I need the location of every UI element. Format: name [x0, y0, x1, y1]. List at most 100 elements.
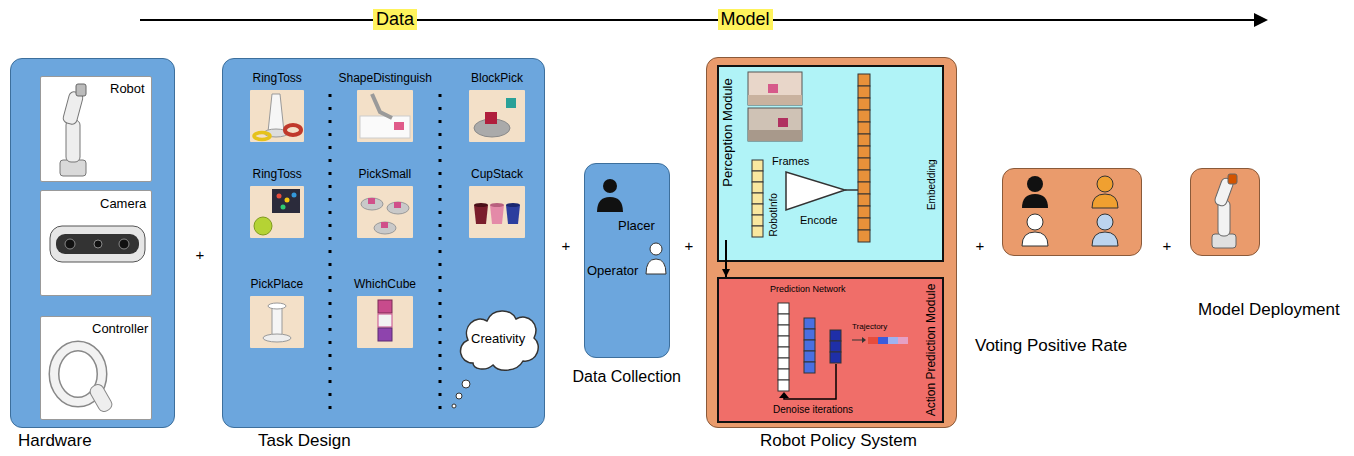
robotinfo-vector	[752, 182, 763, 193]
voter-person-blue	[1092, 214, 1118, 246]
placer-person	[597, 197, 623, 212]
encoder-triangle	[786, 172, 858, 210]
shape-picture	[394, 122, 404, 130]
picksmall-picture	[387, 202, 409, 214]
stage-panel: PlacerOperatorData Collection	[584, 163, 670, 358]
robot-arm-icon	[62, 91, 84, 126]
noise-vector	[778, 380, 789, 391]
embedding-vector	[858, 206, 870, 218]
embedding-vector	[858, 110, 870, 122]
action-module: Action Prediction Module Prediction Netwo…	[717, 277, 944, 423]
camera-icon	[119, 239, 129, 249]
hidden-vector	[804, 351, 815, 362]
hidden-vector	[804, 362, 815, 373]
thought-bubbles	[452, 380, 470, 408]
whichcube-picture	[378, 300, 392, 313]
output-label: Trajectory	[852, 322, 887, 331]
flow-arrow	[1254, 13, 1268, 27]
plus-sign: +	[1163, 237, 1172, 254]
controller-icon	[54, 346, 102, 402]
module-title: Action Prediction Module	[925, 284, 939, 417]
task-tile: BlockPick	[469, 90, 525, 142]
operator-person	[646, 243, 666, 274]
hidden-vector	[804, 340, 815, 351]
operator-person	[646, 259, 666, 274]
voter-person-orange	[1092, 176, 1118, 208]
robotinfo-vector	[752, 193, 763, 204]
task-dots	[330, 94, 440, 414]
robotinfo-vector	[752, 160, 763, 171]
task-tile: PickSmall	[357, 186, 413, 238]
robotinfo-vector	[752, 215, 763, 226]
whichcube-picture	[378, 314, 392, 327]
task-name: BlockPick	[471, 72, 523, 86]
shape-picture	[360, 116, 410, 138]
robot-arm-icon	[60, 84, 86, 176]
cupstack-picture	[490, 203, 504, 207]
embedding-vector	[858, 218, 870, 230]
robot-arm-icon	[76, 84, 86, 96]
task-name: PickSmall	[359, 168, 412, 182]
robot-arm-icon	[66, 120, 80, 162]
robotinfo-vector	[752, 226, 763, 237]
denoise-loop	[779, 364, 836, 399]
blockpick-picture	[474, 98, 516, 137]
trajectory-bar	[888, 337, 898, 344]
trajectory-bar	[862, 337, 866, 343]
frame-images	[748, 130, 802, 141]
trajectory-bar	[852, 337, 908, 344]
output-vector	[830, 352, 841, 363]
thought-bubbles	[456, 393, 462, 399]
voter-person-black	[1022, 194, 1048, 208]
ringtoss-board-picture	[254, 217, 272, 235]
embedding-vector	[858, 122, 870, 134]
panel-heading: Robot Policy System	[760, 431, 917, 451]
embedding-vector	[858, 230, 870, 242]
output-vector	[830, 341, 841, 352]
trajectory-bar	[852, 340, 862, 341]
deployed-robot-icon	[1212, 174, 1237, 248]
plus-sign: +	[562, 237, 571, 254]
embedding-stub-line	[726, 240, 727, 262]
voter-person-orange	[1092, 194, 1118, 208]
plus-sign: +	[685, 237, 694, 254]
flow-arrow	[140, 19, 1256, 21]
voter-person-blue	[1092, 232, 1118, 246]
noise-vector	[778, 336, 789, 347]
whichcube-picture	[378, 328, 392, 341]
ringtoss-board-picture	[292, 193, 297, 198]
embedding-vector	[858, 170, 870, 182]
output-label: Embedding	[925, 159, 937, 210]
robotinfo-vector	[752, 204, 763, 215]
network-label: Prediction Network	[770, 284, 846, 294]
task-tile: RingToss	[250, 90, 304, 142]
operator-person	[650, 243, 662, 255]
panel-heading: Voting Positive Rate	[975, 336, 1127, 356]
embedding-vector	[858, 98, 870, 110]
part-label: Controller	[92, 322, 148, 337]
output-vector	[830, 330, 841, 341]
panel-heading: Model Deployment	[1198, 300, 1340, 320]
noise-vector	[778, 325, 789, 336]
denoise-loop	[784, 364, 836, 399]
flow-arrow	[140, 13, 1268, 27]
embedding-vector	[858, 158, 870, 170]
part-label: Camera	[100, 197, 146, 212]
task-dots	[329, 94, 332, 414]
cupstack-picture	[490, 205, 504, 224]
stage-panel: Task DesignRingTossShapeDistinguishBlock…	[222, 58, 545, 428]
output-vector	[830, 330, 841, 363]
voter-person-white	[1027, 214, 1043, 230]
picksmall-picture	[381, 222, 388, 228]
robotinfo-vector	[752, 171, 763, 182]
task-dots	[439, 94, 442, 414]
embedding-vector	[858, 182, 870, 194]
controller-icon	[54, 346, 102, 402]
encoder-triangle	[786, 172, 845, 210]
task-name: RingToss	[253, 168, 302, 182]
task-tile: PickPlace	[250, 296, 304, 348]
plus-sign: +	[196, 246, 205, 263]
blockpick-picture	[474, 119, 510, 137]
noise-vector	[778, 347, 789, 358]
